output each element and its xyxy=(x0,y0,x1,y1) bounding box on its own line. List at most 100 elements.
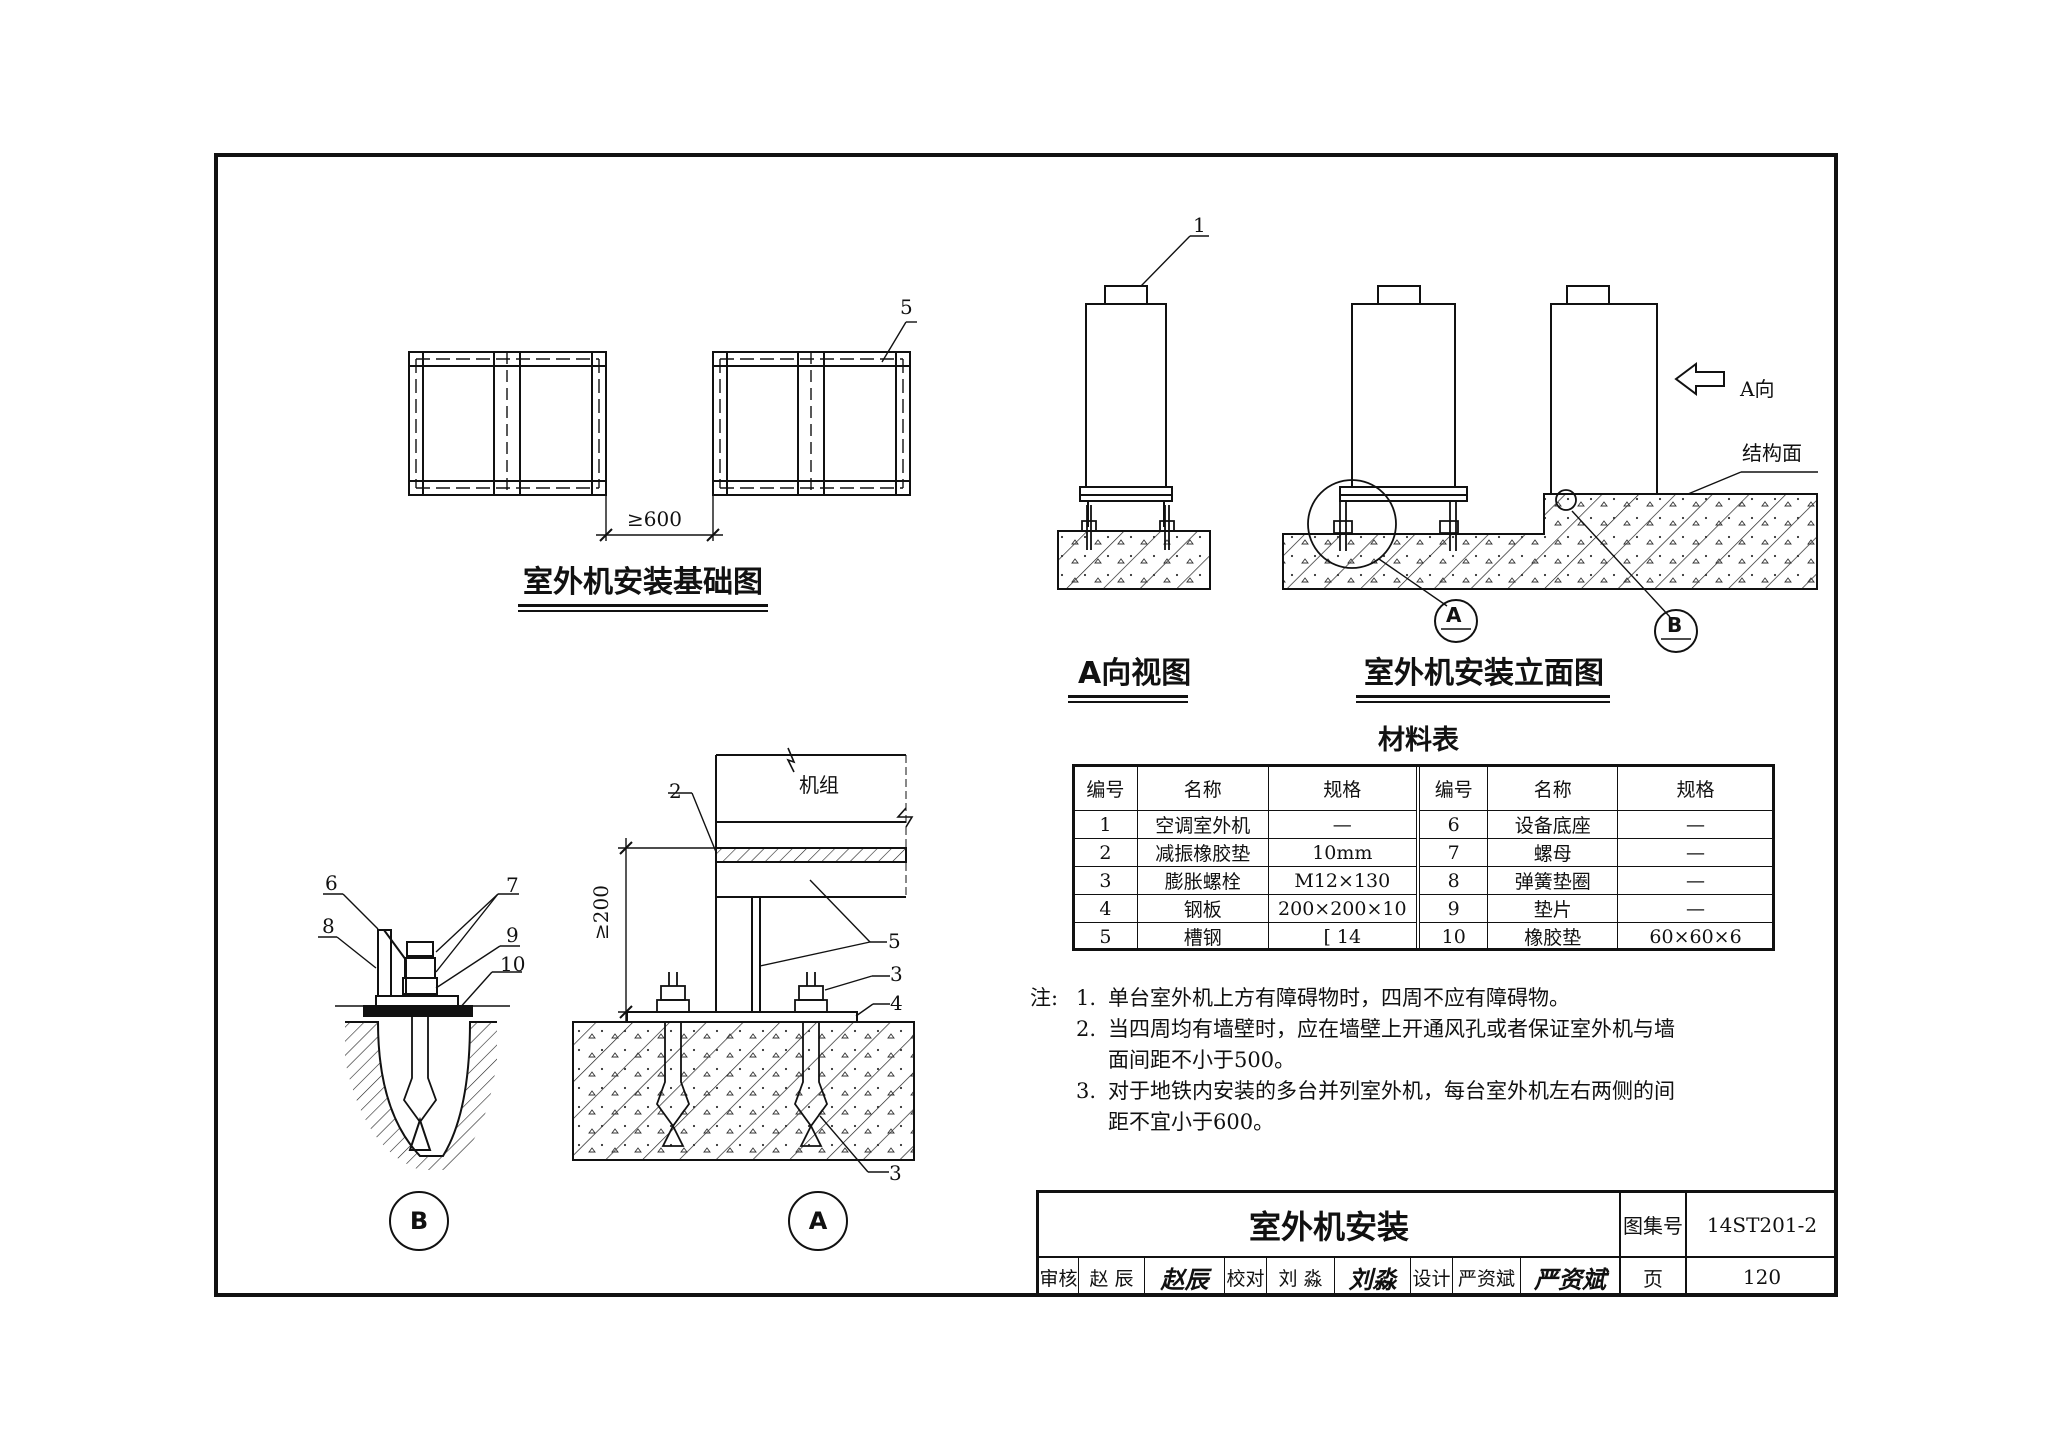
detail-marker-b: B xyxy=(389,1191,449,1251)
table-row: 2 减振橡胶垫 10mm 7 螺母 — xyxy=(1073,838,1774,867)
page-label: 页 xyxy=(1621,1258,1687,1296)
detail-a xyxy=(572,747,915,1173)
table-cell: 10mm xyxy=(1267,838,1421,867)
unit-label: 机组 xyxy=(799,773,839,797)
a-direction-view xyxy=(1057,235,1211,590)
callout-8: 8 xyxy=(322,914,335,938)
note-indent xyxy=(1030,1014,1076,1045)
table-cell: — xyxy=(1617,810,1774,839)
note-text: 当四周均有墙壁时，应在墙壁上开通风孔或者保证室外机与墙 xyxy=(1108,1017,1675,1041)
table-cell: 10 xyxy=(1417,922,1489,951)
a-view-title-underline2 xyxy=(1068,701,1188,703)
foundation-title-underline2 xyxy=(518,610,768,612)
note-indent xyxy=(1076,1107,1108,1138)
elevation-title-underline2 xyxy=(1356,701,1610,703)
note-number: 1. xyxy=(1076,986,1097,1010)
detail-marker-a-text: A xyxy=(808,1207,828,1235)
materials-table: 编号 名称 规格 编号 名称 规格 1 空调室外机 — 6 设备底座 — 2 减… xyxy=(1073,765,1774,951)
materials-header: 名称 xyxy=(1487,765,1619,811)
checker-name: 刘 淼 xyxy=(1267,1258,1335,1296)
callout-5-plan: 5 xyxy=(900,295,913,319)
notes: 注: 1. 单台室外机上方有障碍物时，四周不应有障碍物。 2. 当四周均有墙壁时… xyxy=(1030,983,1675,1138)
a-view-title: A向视图 xyxy=(1078,656,1192,691)
marker-b-small: B xyxy=(1667,613,1683,637)
note-item-continued: 距不宜小于600。 xyxy=(1030,1107,1675,1138)
table-cell: 设备底座 xyxy=(1487,810,1619,839)
materials-title: 材料表 xyxy=(1378,725,1459,756)
callout-1: 1 xyxy=(1193,213,1206,237)
note-indent xyxy=(1076,1045,1108,1076)
designer-name: 严资斌 xyxy=(1453,1258,1521,1296)
table-cell: 200×200×10 xyxy=(1267,894,1421,923)
table-cell: — xyxy=(1617,866,1774,895)
table-cell: 2 xyxy=(1073,838,1138,867)
checker-signature: 刘淼 xyxy=(1335,1258,1411,1296)
table-cell: 螺母 xyxy=(1487,838,1619,867)
note-text: 对于地铁内安装的多台并列室外机，每台室外机左右两侧的间 xyxy=(1108,1079,1675,1103)
table-cell: 钢板 xyxy=(1136,894,1269,923)
foundation-frame-left xyxy=(408,351,607,496)
materials-header: 名称 xyxy=(1136,765,1269,811)
table-cell: 垫片 xyxy=(1487,894,1619,923)
table-cell: 5 xyxy=(1073,922,1138,951)
note-item: 注: 1. 单台室外机上方有障碍物时，四周不应有障碍物。 xyxy=(1030,983,1675,1014)
table-cell: 减振橡胶垫 xyxy=(1136,838,1269,867)
table-row: 5 槽钢 [ 14 10 橡胶垫 60×60×6 xyxy=(1073,922,1774,951)
a-view-title-underline xyxy=(1068,695,1188,698)
page-number: 120 xyxy=(1742,1265,1782,1289)
table-cell: — xyxy=(1267,810,1421,839)
callout-2: 2 xyxy=(669,779,682,803)
foundation-frame-right xyxy=(712,351,911,496)
callout-3-upper: 3 xyxy=(890,962,903,986)
note-item: 3. 对于地铁内安装的多台并列室外机，每台室外机左右两侧的间 xyxy=(1030,1076,1675,1107)
table-cell: 6 xyxy=(1417,810,1489,839)
elevation-title-underline xyxy=(1356,695,1610,698)
note-item: 2. 当四周均有墙壁时，应在墙壁上开通风孔或者保证室外机与墙 xyxy=(1030,1014,1675,1045)
reviewer-signature: 赵辰 xyxy=(1145,1258,1225,1296)
elevation-title: 室外机安装立面图 xyxy=(1364,656,1604,691)
a-direction-label: A向 xyxy=(1740,377,1775,401)
note-indent xyxy=(1030,1107,1076,1138)
materials-header: 编号 xyxy=(1073,765,1138,811)
foundation-title-underline xyxy=(518,604,768,607)
callout-4: 4 xyxy=(890,991,903,1015)
table-cell: 60×60×6 xyxy=(1617,922,1774,951)
note-indent xyxy=(1030,1076,1076,1107)
height-dimension: ≥200 xyxy=(589,885,613,940)
structure-surface-label: 结构面 xyxy=(1742,441,1802,465)
note-number: 2. xyxy=(1076,1017,1097,1041)
table-row: 4 钢板 200×200×10 9 垫片 — xyxy=(1073,894,1774,923)
materials-header: 编号 xyxy=(1417,765,1489,811)
elevation-markers xyxy=(1434,599,1698,653)
table-cell: [ 14 xyxy=(1267,922,1421,951)
drawing-title: 室外机安装 xyxy=(1039,1193,1621,1258)
callout-3-lower: 3 xyxy=(889,1161,902,1185)
detail-marker-b-text: B xyxy=(409,1207,429,1235)
notes-prefix: 注: xyxy=(1030,986,1059,1010)
table-cell: 槽钢 xyxy=(1136,922,1269,951)
callout-5-detail: 5 xyxy=(888,929,901,953)
table-row: 3 膨胀螺栓 M12×130 8 弹簧垫圈 — xyxy=(1073,866,1774,895)
reviewer-name: 赵 辰 xyxy=(1079,1258,1145,1296)
callout-6: 6 xyxy=(325,871,338,895)
materials-header: 规格 xyxy=(1267,765,1421,811)
callout-10: 10 xyxy=(500,952,526,976)
table-cell: 橡胶垫 xyxy=(1487,922,1619,951)
table-cell: 9 xyxy=(1417,894,1489,923)
atlas-number: 14ST201-2 xyxy=(1687,1193,1837,1258)
table-cell: 7 xyxy=(1417,838,1489,867)
note-text: 单台室外机上方有障碍物时，四周不应有障碍物。 xyxy=(1108,986,1570,1010)
atlas-label: 图集号 xyxy=(1621,1193,1687,1258)
callout-9: 9 xyxy=(506,923,519,947)
foundation-plan xyxy=(408,321,917,542)
table-cell: 弹簧垫圈 xyxy=(1487,866,1619,895)
drawing-frame xyxy=(214,153,1838,1297)
foundation-title: 室外机安装基础图 xyxy=(523,565,763,600)
detail-b xyxy=(318,893,522,1170)
materials-header: 规格 xyxy=(1617,765,1774,811)
table-row: 1 空调室外机 — 6 设备底座 — xyxy=(1073,810,1774,839)
detail-marker-a: A xyxy=(788,1191,848,1251)
spacing-dimension: ≥600 xyxy=(627,507,682,531)
table-cell: 8 xyxy=(1417,866,1489,895)
